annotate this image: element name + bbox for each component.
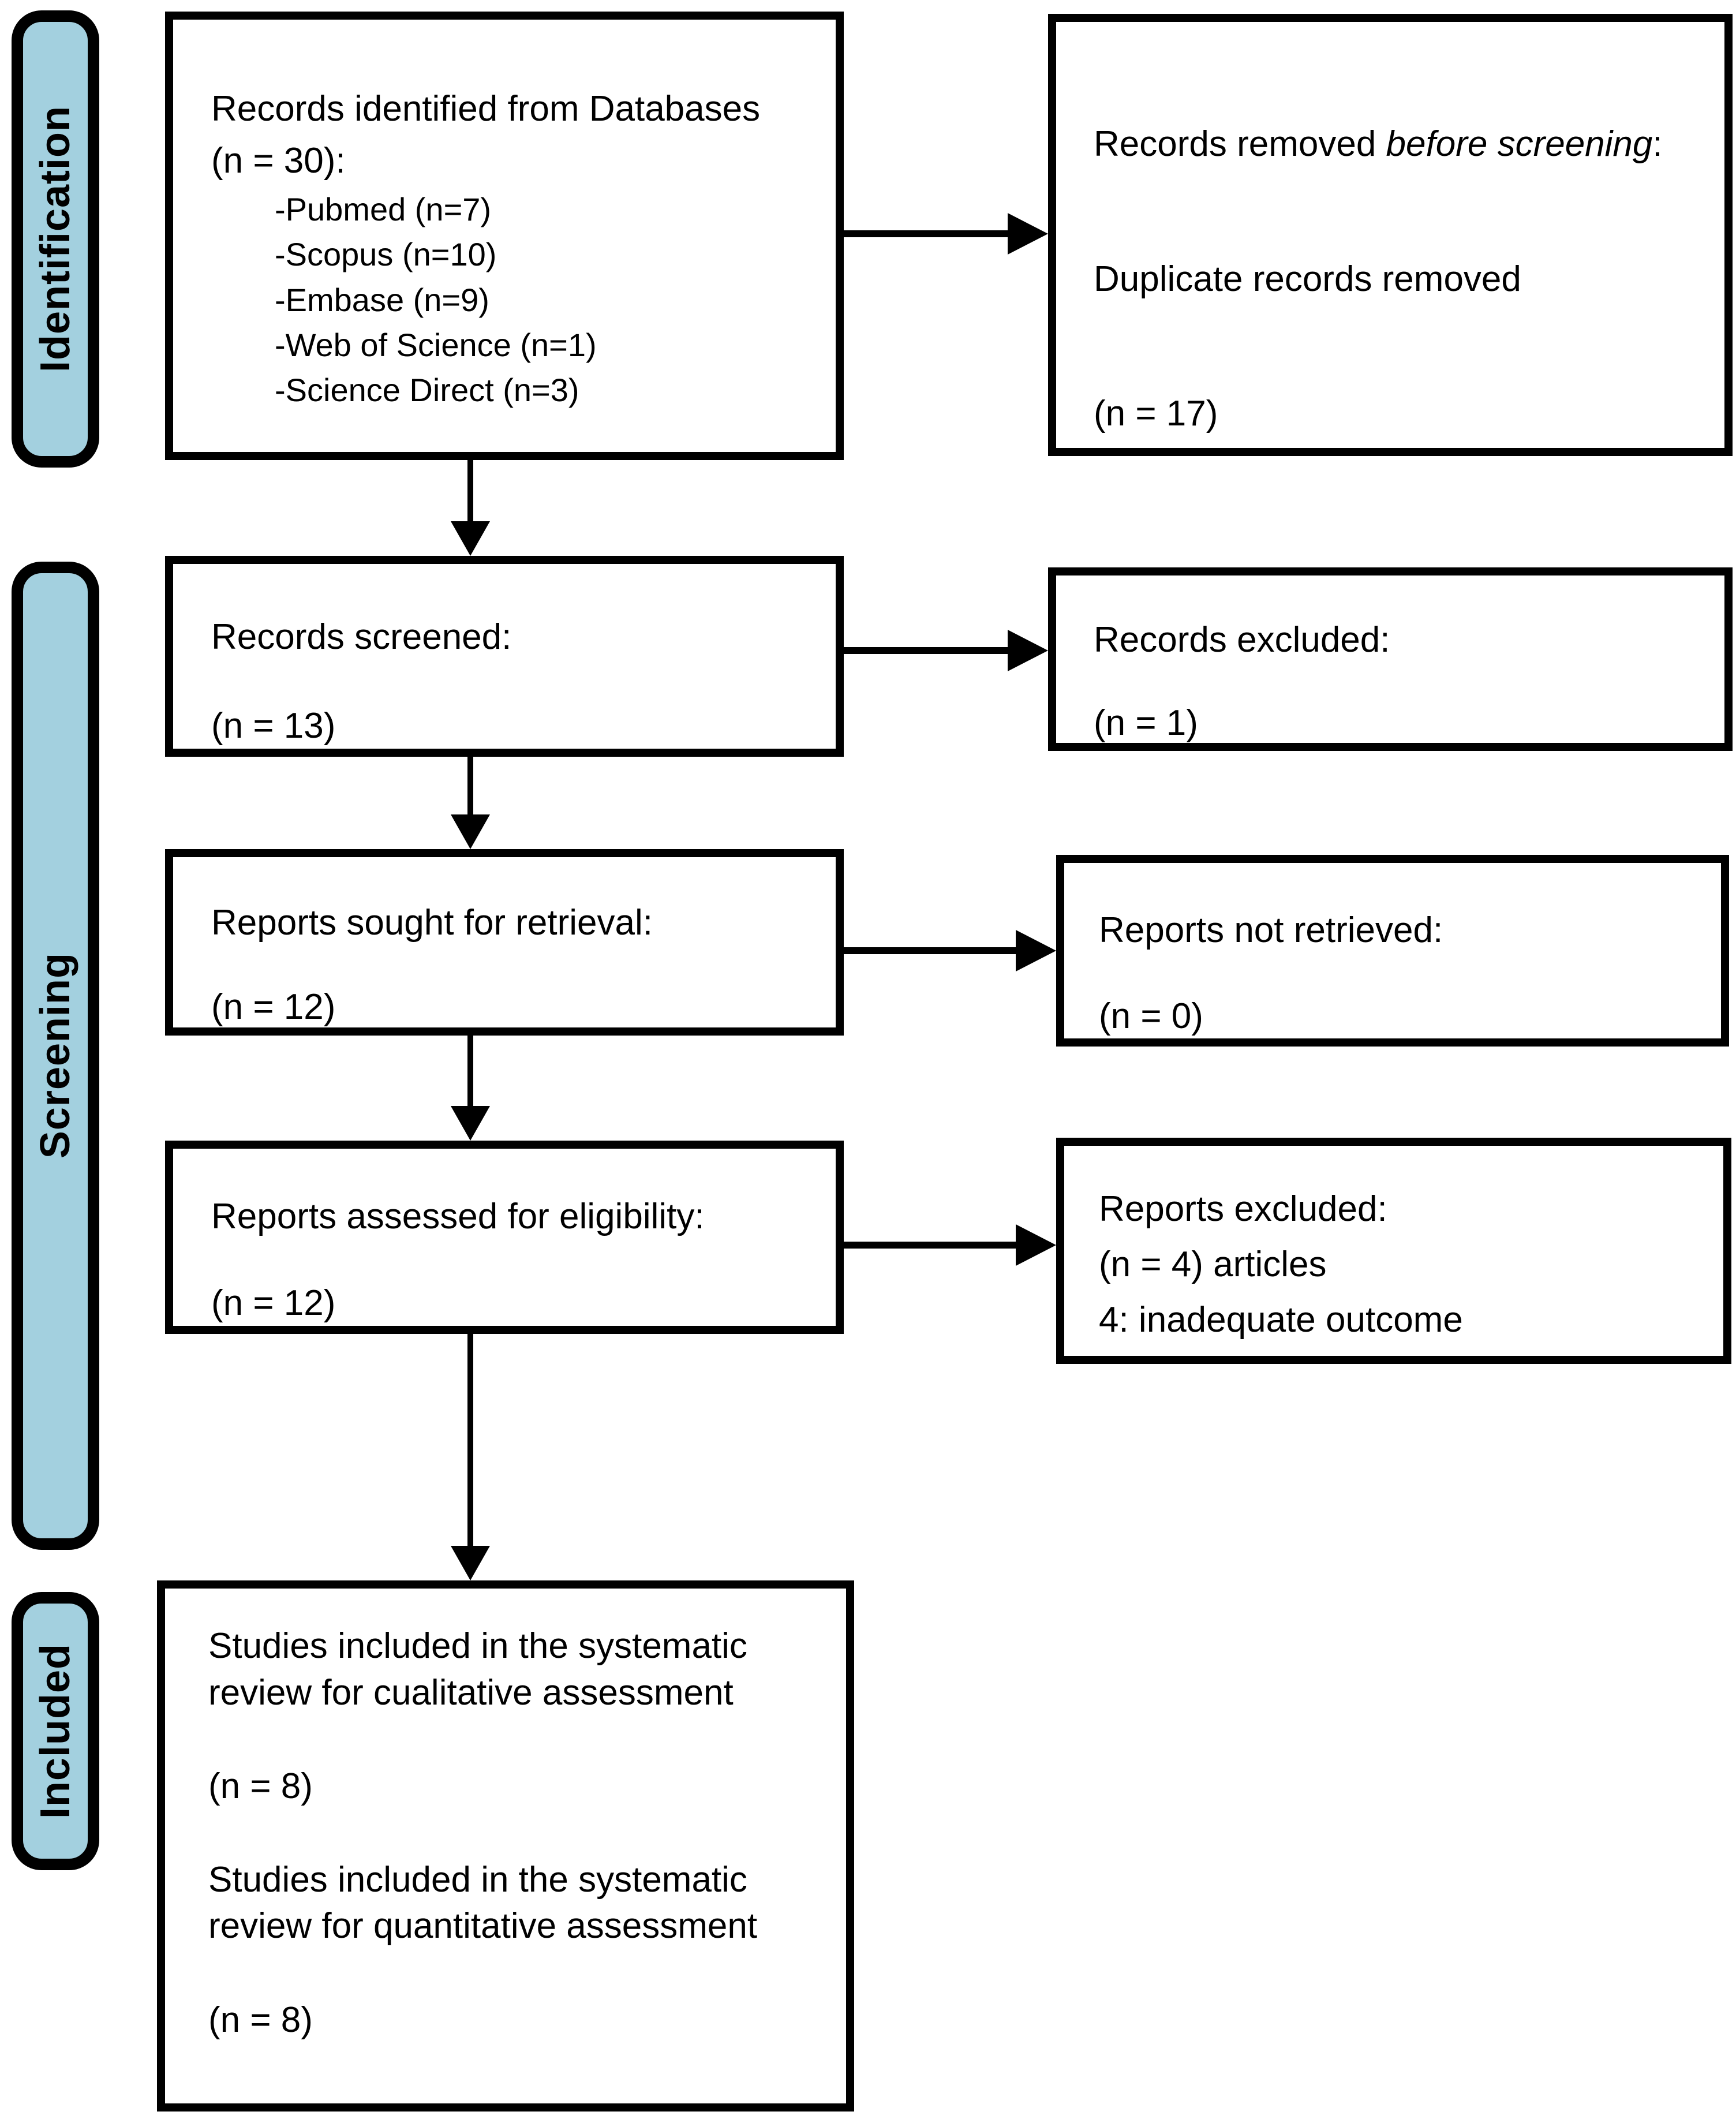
records-identified-title-line1: Records identified from Databases	[211, 89, 761, 129]
source-item-scopus: -Scopus (n=10)	[275, 236, 497, 273]
stage-label-included-text: Included	[32, 1643, 78, 1819]
studies-included-qualitative-line1: Studies included in the systematic	[208, 1626, 747, 1666]
reports-sought-count: (n = 12)	[211, 986, 336, 1027]
records-removed-count: (n = 17)	[1094, 394, 1218, 434]
records-excluded-title: Records excluded:	[1094, 620, 1390, 660]
stage-label-screening-text: Screening	[32, 952, 78, 1159]
studies-included-quantitative-line2: review for quantitative assessment	[208, 1906, 758, 1946]
reports-assessed-title: Reports assessed for eligibility:	[211, 1197, 705, 1236]
database-source-list: -Pubmed (n=7) -Scopus (n=10) -Embase (n=…	[275, 187, 818, 413]
records-removed-title-italic: before screening	[1386, 124, 1653, 164]
studies-included-qualitative-count: (n = 8)	[208, 1766, 313, 1807]
arrow-assessed-to-included	[451, 1334, 490, 1580]
box-records-identified: Records identified from Databases (n = 3…	[165, 12, 844, 460]
records-excluded-count: (n = 1)	[1094, 702, 1198, 743]
reports-excluded-title: Reports excluded:	[1099, 1189, 1387, 1229]
arrow-sought-to-assessed	[451, 1036, 490, 1141]
box-records-excluded: Records excluded: (n = 1)	[1048, 567, 1733, 751]
records-removed-title: Records removed before screening:	[1094, 120, 1707, 169]
stage-label-screening: Screening	[12, 562, 99, 1550]
records-identified-title-line2: (n = 30):	[211, 140, 346, 181]
arrow-sought-to-not-retrieved	[844, 930, 1056, 971]
studies-included-qualitative-line2: review for cualitative assessment	[208, 1672, 734, 1713]
reports-excluded-detail-articles: (n = 4) articles	[1099, 1245, 1327, 1285]
box-studies-included: Studies included in the systematic revie…	[157, 1580, 854, 2111]
studies-included-quantitative-count: (n = 8)	[208, 2000, 313, 2040]
box-reports-sought: Reports sought for retrieval: (n = 12)	[165, 849, 844, 1036]
reports-not-retrieved-count: (n = 0)	[1099, 996, 1203, 1036]
arrow-screened-to-sought	[451, 757, 490, 849]
studies-included-quantitative-line1: Studies included in the systematic	[208, 1859, 747, 1900]
records-removed-title-prefix: Records removed	[1094, 124, 1386, 164]
box-reports-not-retrieved: Reports not retrieved: (n = 0)	[1056, 855, 1729, 1047]
box-records-removed: Records removed before screening: Duplic…	[1048, 14, 1733, 456]
arrow-identified-to-removed	[844, 213, 1048, 255]
reports-sought-title: Reports sought for retrieval:	[211, 903, 653, 943]
box-records-screened: Records screened: (n = 13)	[165, 556, 844, 757]
source-item-science-direct: -Science Direct (n=3)	[275, 372, 579, 409]
studies-included-qualitative-text: Studies included in the systematic revie…	[208, 1623, 829, 1716]
studies-included-quantitative-text: Studies included in the systematic revie…	[208, 1857, 829, 1950]
records-screened-count: (n = 13)	[211, 705, 336, 746]
stage-label-included: Included	[12, 1592, 99, 1870]
reports-assessed-count: (n = 12)	[211, 1283, 336, 1323]
box-reports-excluded: Reports excluded: (n = 4) articles 4: in…	[1056, 1138, 1731, 1364]
stage-label-identification: Identification	[12, 10, 99, 468]
source-item-embase: -Embase (n=9)	[275, 281, 489, 318]
arrow-assessed-to-excluded	[844, 1224, 1056, 1266]
source-item-pubmed: -Pubmed (n=7)	[275, 190, 492, 227]
records-screened-title: Records screened:	[211, 617, 512, 657]
arrow-screened-to-excluded	[844, 630, 1048, 671]
records-removed-reason: Duplicate records removed	[1094, 259, 1521, 299]
arrow-identified-to-screened	[451, 460, 490, 556]
reports-not-retrieved-title: Reports not retrieved:	[1099, 910, 1443, 950]
source-item-web-of-science: -Web of Science (n=1)	[275, 326, 597, 363]
stage-label-identification-text: Identification	[32, 106, 78, 372]
box-reports-assessed: Reports assessed for eligibility: (n = 1…	[165, 1141, 844, 1334]
reports-excluded-detail-reason: 4: inadequate outcome	[1099, 1300, 1463, 1340]
records-removed-title-suffix: :	[1652, 124, 1663, 164]
